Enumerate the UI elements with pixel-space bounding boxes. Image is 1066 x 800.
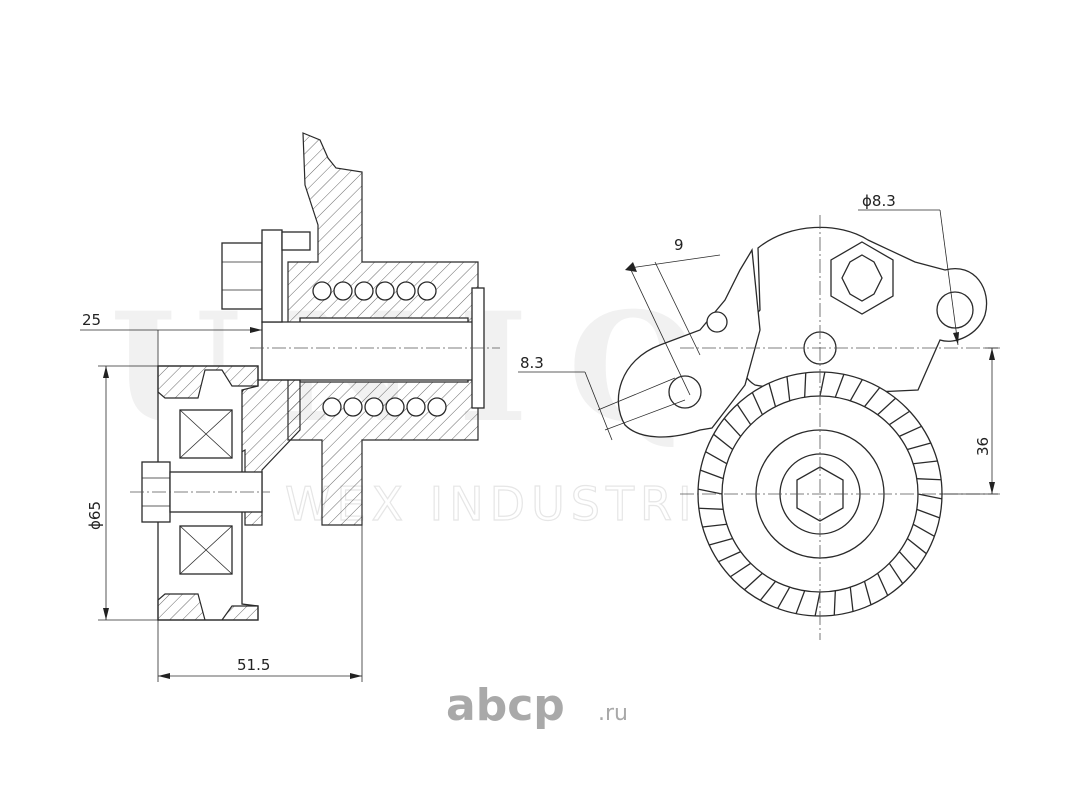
pulley-rib (899, 425, 922, 437)
spring-coils-bottom (322, 397, 447, 417)
pulley-rib (697, 488, 723, 495)
pulley-rib (729, 562, 752, 578)
pulley-rib (913, 460, 938, 465)
dim-shaft-offset: 25 (82, 311, 101, 329)
mount-hole (936, 291, 974, 329)
pulley-rib (916, 478, 942, 481)
pulley-rib (916, 508, 940, 519)
pulley-rib (907, 442, 932, 451)
front-view (617, 215, 1000, 640)
pulley-rib (723, 417, 742, 437)
pulley-rib (743, 572, 763, 591)
dim-hole-diameter: ϕ8.3 (862, 192, 896, 210)
pulley-rib (751, 392, 763, 415)
tensioner-lever (617, 247, 761, 438)
pulley-rib (912, 523, 935, 537)
pulley-rib (906, 537, 927, 555)
dim-hole-offset: 8.3 (520, 354, 544, 372)
pulley-rib (768, 382, 777, 407)
left-dimensions: 25 ϕ65 51.5 (80, 311, 363, 682)
pulley-rib (833, 590, 836, 616)
pulley-rib (819, 371, 826, 397)
pulley-rib (888, 410, 911, 426)
abcp-logo: abcp .ru (446, 680, 628, 731)
pulley-rib (863, 581, 872, 606)
pulley-rib (705, 451, 728, 465)
bearing-top (179, 409, 233, 459)
dim-pulley-diameter: ϕ65 (86, 501, 104, 530)
watermark-tagline: WEX INDUSTRIES (285, 477, 768, 531)
pulley-rib (863, 387, 881, 408)
small-hole (706, 311, 728, 333)
pulley-rib (898, 551, 917, 571)
spring-coils-top (312, 281, 437, 301)
bearing-bottom (179, 525, 233, 575)
pulley-rib (702, 523, 727, 528)
pulley-rib (849, 587, 854, 612)
pulley-rib (708, 537, 733, 546)
logo-name: abcp (446, 680, 565, 731)
shaft (261, 321, 479, 381)
pulley-rib (777, 586, 791, 609)
pulley-rib (804, 372, 807, 398)
pulley-rib (698, 507, 724, 510)
lever-hole (668, 375, 702, 409)
pulley-rib (834, 374, 845, 398)
dim-overall-width: 51.5 (237, 656, 270, 674)
pulley-rib (888, 562, 904, 585)
pulley-rib (849, 379, 863, 402)
pulley-rib (700, 469, 724, 480)
pulley-ribs (697, 371, 943, 617)
pulley-rib (917, 493, 943, 500)
dim-center-distance: 36 (974, 437, 992, 456)
pulley-rib (795, 590, 806, 614)
logo-domain: .ru (598, 701, 628, 726)
pulley-rib (877, 397, 897, 416)
pulley-rib (786, 376, 791, 401)
dim-arm-offset: 9 (674, 236, 684, 254)
pulley-rib (759, 580, 777, 601)
pulley-rib (877, 573, 889, 596)
right-dimensions: 9 8.3 ϕ8.3 36 (518, 192, 998, 495)
top-bolt (221, 229, 311, 323)
side-section-view (130, 132, 500, 621)
pulley-rim-bottom (157, 593, 259, 621)
pulley-rib (736, 403, 752, 426)
pulley-rib (713, 433, 734, 451)
pulley-rib (814, 591, 821, 617)
pulley-rim-top (157, 365, 259, 399)
pulley-rib (718, 551, 741, 563)
